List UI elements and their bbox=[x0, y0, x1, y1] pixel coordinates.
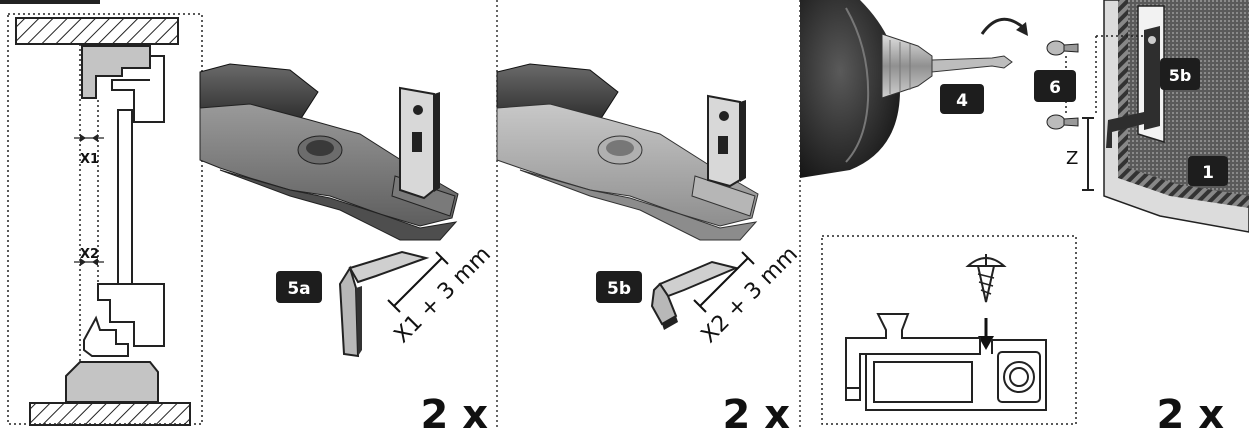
drill-body bbox=[800, 0, 900, 178]
detail-screw-icon bbox=[965, 254, 1007, 303]
top-profile bbox=[81, 45, 151, 99]
x2-label: X2 bbox=[80, 247, 99, 262]
dimension-5b: X2 + 3 mm bbox=[697, 242, 803, 348]
badge-5a bbox=[276, 271, 322, 303]
badge-5b bbox=[596, 271, 642, 303]
bracket-foot bbox=[348, 250, 430, 284]
bottom-profile bbox=[65, 361, 159, 403]
panel-d-drill-mounting: 4 6 5b 1 Z bbox=[800, 0, 1249, 428]
badge-frame-label: 1 bbox=[1202, 163, 1214, 183]
badge-screws-label: 6 bbox=[1049, 78, 1061, 98]
badge-drill bbox=[940, 84, 984, 114]
panel-c-pliers-5b: X2 + 3 mm 5b 2 x bbox=[496, 63, 803, 428]
badge-screws bbox=[1034, 70, 1076, 102]
badge-bracket-label: 5b bbox=[1169, 66, 1192, 85]
panel-a-cross-section: X1 X2 bbox=[0, 0, 203, 426]
panel-b-pliers-5a: X1 + 3 mm 5a 2 x bbox=[199, 63, 496, 428]
count-detail: 2 x bbox=[1156, 392, 1224, 428]
detail-inset bbox=[821, 235, 1077, 425]
badge-bracket bbox=[1160, 58, 1200, 90]
rotation-arrow-icon bbox=[980, 17, 1025, 35]
z-label: Z bbox=[1066, 148, 1078, 169]
count-5b: 2 x bbox=[722, 392, 790, 428]
arrow-down-icon bbox=[978, 336, 994, 350]
badge-5b-label: 5b bbox=[607, 279, 631, 299]
x1-label: X1 bbox=[80, 152, 99, 167]
screw-icon bbox=[1046, 114, 1079, 130]
drill-chuck bbox=[881, 33, 933, 99]
badge-drill-label: 4 bbox=[956, 91, 968, 111]
bottom-floor-hatch bbox=[29, 402, 191, 426]
detail-profile bbox=[845, 313, 1047, 411]
count-5a: 2 x bbox=[420, 392, 488, 428]
bracket-foot-b bbox=[658, 260, 740, 298]
screw-icon bbox=[1046, 40, 1079, 56]
screen-panel bbox=[117, 109, 133, 305]
badge-5a-label: 5a bbox=[287, 279, 310, 299]
badge-frame bbox=[1188, 156, 1228, 186]
top-wall-hatch bbox=[15, 17, 179, 45]
